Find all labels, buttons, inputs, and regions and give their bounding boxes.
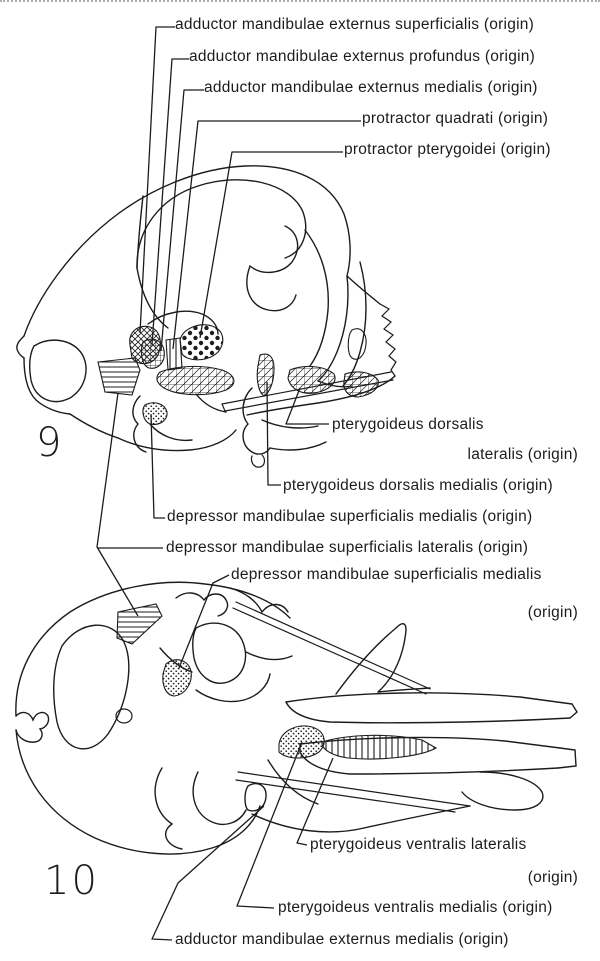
fig9-patch-depressor-medialis	[142, 402, 168, 425]
fig9-patch-pterygoideus-dorsalis-lateralis-2	[343, 371, 379, 398]
label-adductor-medialis-top: adductor mandibulae externus medialis (o…	[204, 79, 538, 96]
fig9-patch-depressor-lateralis	[97, 357, 141, 396]
leader-depressor-medialis-fig9	[150, 413, 165, 519]
leader-pterygoideus-dorsalis-lateralis	[285, 387, 329, 425]
leader-depressor-lateralis-forked	[96, 392, 163, 617]
fig9-patch-pterygoideus-dorsalis-medialis	[256, 353, 275, 397]
fig10-patch-depressor-medialis	[162, 659, 192, 697]
label-depressor-superficialis-medialis-fig10-line1: depressor mandibulae superficialis media…	[231, 566, 542, 583]
figure-9-number: 9	[36, 420, 64, 466]
leader-adductor-profundus	[151, 58, 189, 346]
leader-adductor-superficialis	[139, 26, 175, 334]
leader-protractor-quadrati	[172, 120, 361, 350]
leader-pterygoideus-ventralis-lateralis	[296, 757, 334, 846]
fig9-patch-pterygoid-area	[156, 365, 235, 396]
fig10-patch-depressor-lateralis	[116, 603, 163, 645]
leader-adductor-medialis	[160, 89, 204, 352]
label-pterygoideus-ventralis-lateralis-line1: pterygoideus ventralis lateralis	[310, 836, 527, 853]
leader-protractor-pterygoidei	[199, 151, 343, 339]
label-pterygoideus-dorsalis-lateralis-line1: pterygoideus dorsalis	[332, 416, 484, 433]
label-protractor-quadrati: protractor quadrati (origin)	[362, 110, 549, 127]
scan-edge-artifact	[0, 0, 600, 2]
leader-adductor-medialis-bottom	[151, 805, 265, 941]
figure-10-number: 10	[44, 858, 99, 904]
leader-pterygoideus-ventralis-medialis	[236, 741, 303, 909]
label-pterygoideus-ventralis-medialis: pterygoideus ventralis medialis (origin)	[278, 899, 553, 916]
fig9-lateral-skull-drawing	[16, 165, 397, 468]
fig9-patch-pterygoideus-dorsalis-lateralis	[287, 365, 336, 394]
label-adductor-superficialis: adductor mandibulae externus superficial…	[175, 16, 535, 33]
label-depressor-superficialis-lateralis: depressor mandibulae superficialis later…	[166, 539, 529, 556]
fig10-ventral-skull-drawing	[15, 581, 578, 855]
label-protractor-pterygoidei: protractor pterygoidei (origin)	[344, 141, 551, 158]
label-pterygoideus-ventralis-lateralis-line2: (origin)	[527, 869, 578, 886]
leader-depressor-medialis-fig10	[178, 574, 230, 669]
leader-pterygoideus-dorsalis-medialis	[266, 381, 281, 486]
fig9-patch-protractor-pterygoidei	[179, 324, 224, 361]
fig9-patch-adductor-profundus	[140, 338, 165, 369]
label-depressor-superficialis-medialis-fig9: depressor mandibulae superficialis media…	[167, 508, 533, 525]
label-pterygoideus-dorsalis-lateralis-line2: lateralis (origin)	[467, 446, 578, 463]
label-adductor-medialis-bottom: adductor mandibulae externus medialis (o…	[175, 931, 509, 948]
label-depressor-superficialis-medialis-fig10-line2: (origin)	[527, 604, 578, 621]
leader-lines	[96, 26, 361, 941]
label-pterygoideus-dorsalis-medialis: pterygoideus dorsalis medialis (origin)	[283, 477, 553, 494]
fig10-patch-pterygoideus-ventralis-lateralis	[321, 734, 438, 760]
label-adductor-profundus: adductor mandibulae externus profundus (…	[189, 48, 536, 65]
